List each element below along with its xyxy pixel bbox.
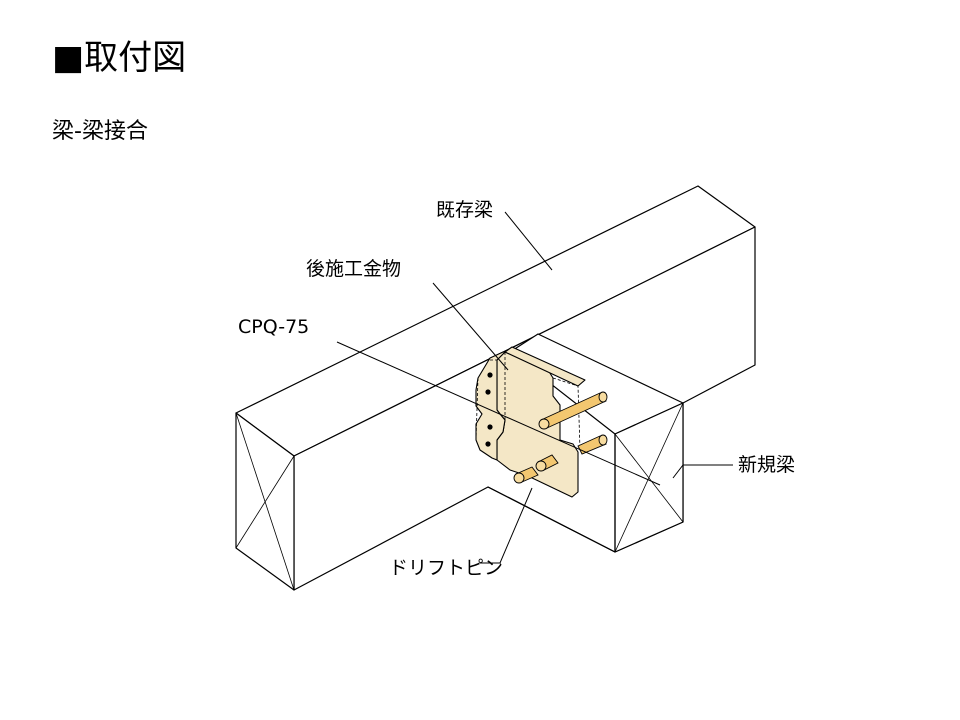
new-beam-label: 新規梁 bbox=[738, 454, 795, 476]
page-subtitle: 梁-梁接合 bbox=[52, 119, 148, 144]
new-beam bbox=[487, 333, 684, 553]
hardware-label: 後施工金物 bbox=[306, 258, 401, 280]
page-title: ■取付図 bbox=[52, 38, 187, 78]
model-label: CPQ-75 bbox=[238, 316, 309, 338]
drift-pins bbox=[513, 391, 608, 484]
existing-beam-label: 既存梁 bbox=[436, 199, 493, 221]
leader-lines bbox=[336, 211, 733, 564]
hardware-plate bbox=[475, 346, 586, 498]
drift-pin-label: ドリフトピン bbox=[389, 557, 503, 579]
